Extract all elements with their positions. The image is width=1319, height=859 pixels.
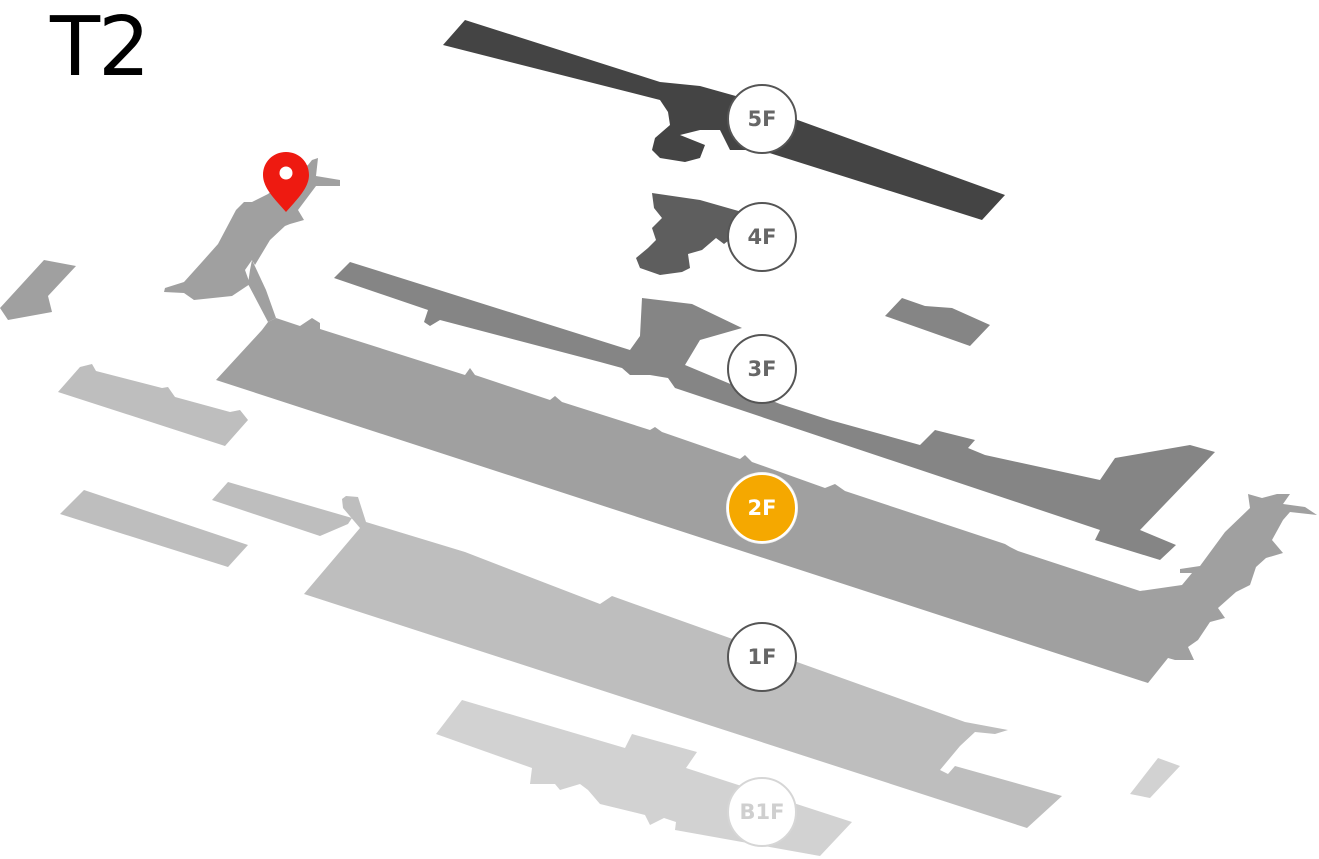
floor-4f-shape[interactable] bbox=[636, 193, 742, 275]
floor-1f-shape[interactable] bbox=[58, 364, 1062, 828]
floor-button-5f[interactable]: 5F bbox=[727, 84, 797, 154]
floor-button-1f[interactable]: 1F bbox=[727, 622, 797, 692]
floor-button-b1f[interactable]: B1F bbox=[727, 777, 797, 847]
map-pin-icon[interactable] bbox=[263, 152, 309, 212]
floor-button-3f[interactable]: 3F bbox=[727, 334, 797, 404]
floor-5f-shape[interactable] bbox=[443, 20, 1005, 220]
floor-button-4f[interactable]: 4F bbox=[727, 202, 797, 272]
floor-button-2f[interactable]: 2F bbox=[727, 473, 797, 543]
floor-3f-shape[interactable] bbox=[334, 262, 1215, 560]
terminal-title: T2 bbox=[50, 0, 150, 95]
